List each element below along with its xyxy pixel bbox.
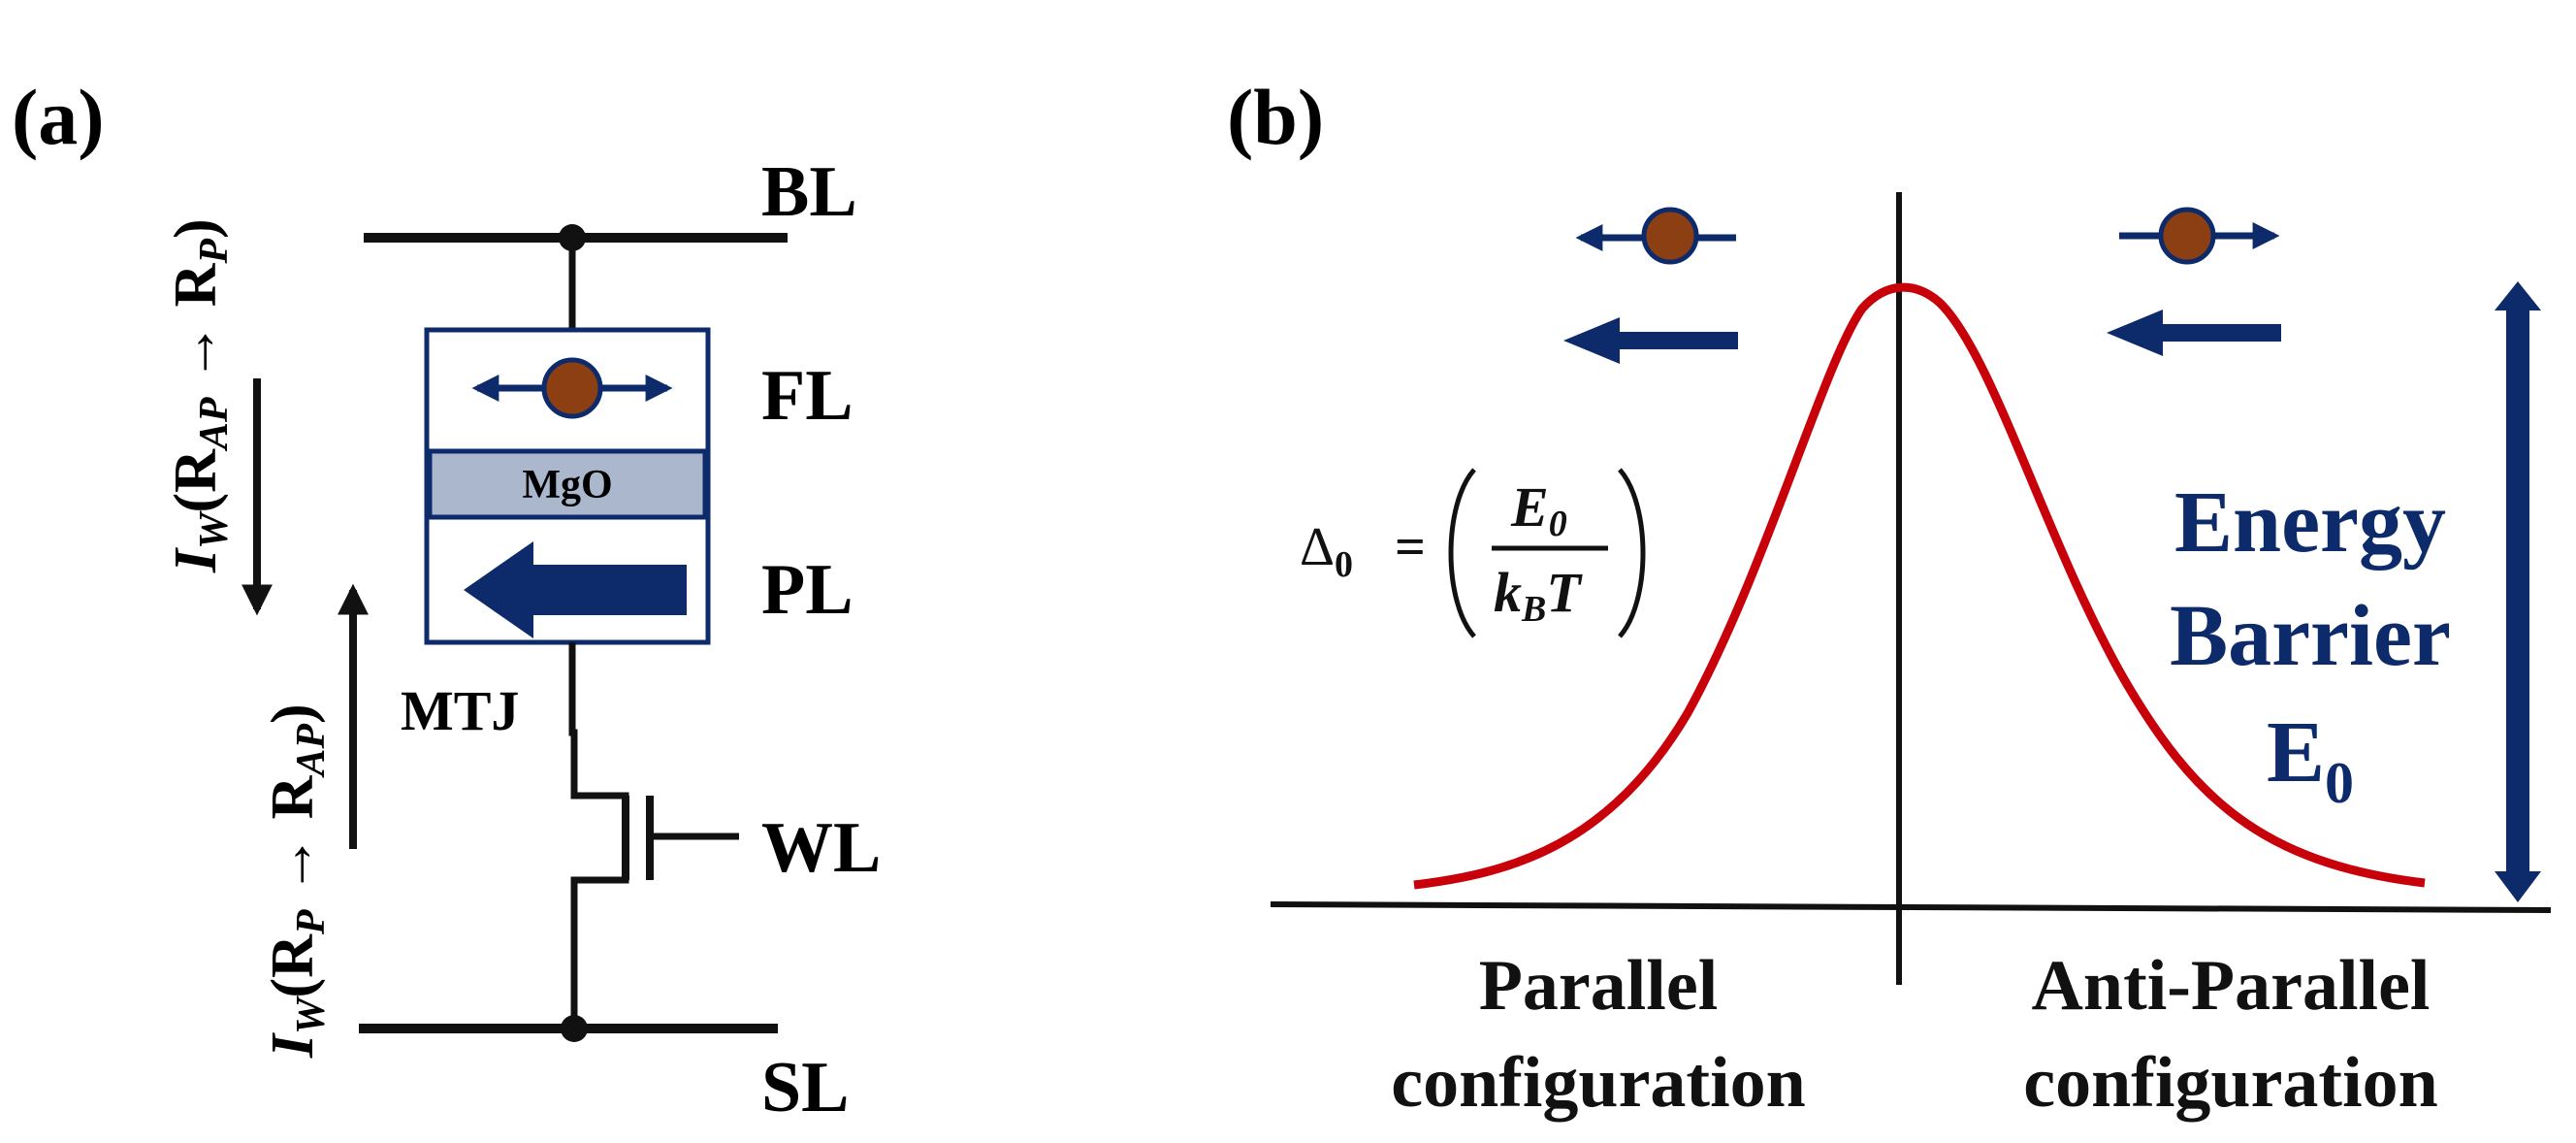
- panel-b-label: (b): [1227, 73, 1324, 161]
- pl-label: PL: [761, 550, 853, 630]
- parallel-caption: Parallel configuration: [1391, 946, 1806, 1123]
- formula-right-paren: [1618, 468, 1646, 638]
- parallel-pinned-layer-arrow: [1563, 317, 1738, 364]
- energy-label-line1: Energy: [2174, 474, 2446, 571]
- write-current-label-p-to-ap: IW(RP → RAP): [260, 703, 334, 1059]
- mtj-to-transistor-wire: [568, 642, 629, 1029]
- anti-parallel-caption-line2: configuration: [2023, 1043, 2438, 1123]
- panel-a-label: (a): [12, 73, 105, 161]
- horizontal-axis: [1270, 901, 2552, 913]
- anti-parallel-caption: Anti-Parallel configuration: [2023, 946, 2438, 1123]
- energy-barrier-curve: [1413, 282, 2426, 890]
- anti-parallel-spin-ball: [2158, 207, 2216, 265]
- anti-parallel-caption-line1: Anti-Parallel: [2031, 946, 2430, 1026]
- mtj-stack: MgO: [424, 327, 711, 645]
- mgo-label: MgO: [522, 463, 612, 507]
- write-current-label-ap-to-p: IW(RAP → RP): [163, 218, 237, 573]
- energy-barrier-double-arrow: [2495, 281, 2541, 902]
- formula-numerator: E0: [1510, 475, 1567, 544]
- formula-denominator: kBT: [1494, 561, 1583, 630]
- thermal-stability-formula: Δ0 = E0 kBT: [1300, 468, 1646, 638]
- pinned-layer-arrow: [464, 541, 687, 638]
- parallel-spin-ball: [1641, 207, 1699, 265]
- energy-barrier-label: Energy Barrier E0: [2170, 474, 2451, 815]
- energy-label-line3: E0: [2267, 704, 2354, 815]
- fl-label: FL: [761, 356, 853, 436]
- mtj-label: MTJ: [401, 679, 519, 742]
- sl-label: SL: [761, 1048, 850, 1127]
- panel-a: (a) BL MgO FL PL MTJ WL: [12, 73, 881, 1127]
- free-layer-spin-ball: [541, 357, 603, 419]
- wl-label: WL: [761, 808, 881, 888]
- formula-equals: =: [1395, 517, 1426, 577]
- bl-label: BL: [761, 152, 857, 232]
- energy-label-line2: Barrier: [2170, 588, 2451, 684]
- mgo-barrier: [427, 448, 708, 520]
- formula-left-paren: [1448, 468, 1476, 638]
- parallel-caption-line1: Parallel: [1479, 946, 1719, 1026]
- formula-lhs: Δ0: [1300, 517, 1353, 585]
- anti-parallel-pinned-layer-arrow: [2107, 310, 2281, 356]
- parallel-caption-line2: configuration: [1391, 1043, 1806, 1123]
- source-line-node: [561, 1015, 588, 1042]
- panel-b: (b) Energy Barrier E0 Δ0 = E0 kBT: [1227, 73, 2552, 1123]
